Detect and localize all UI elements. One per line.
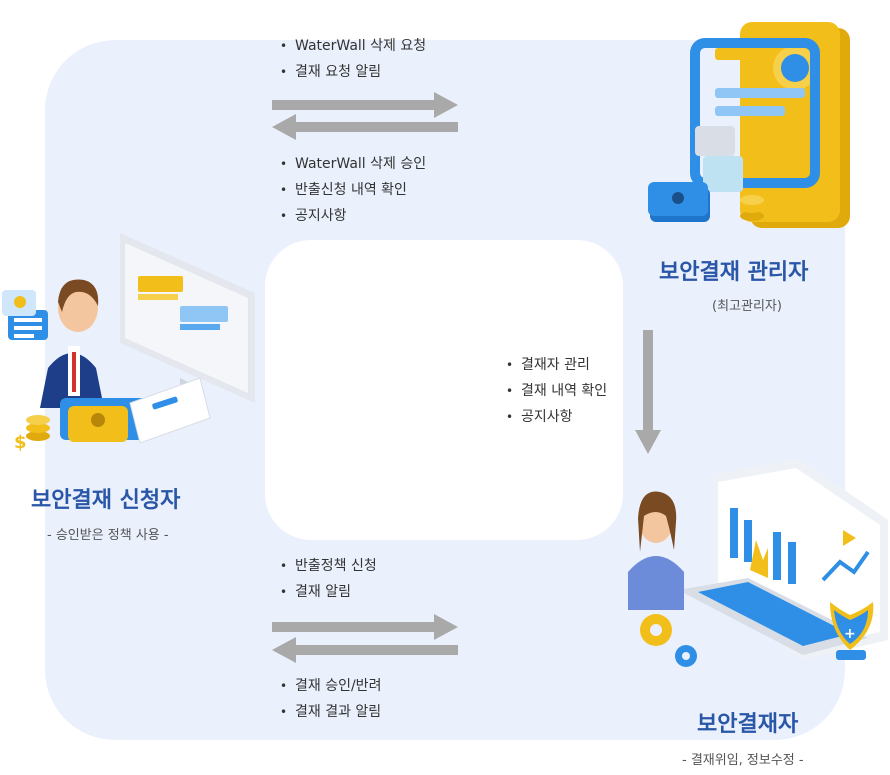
list-item: 결재 알림 [280,579,377,605]
document-icon [129,377,211,444]
coin-stack-icon: $ [740,195,782,223]
svg-text:$: $ [769,202,782,223]
lock-icon [60,398,150,442]
coin-stack-icon: $ [14,415,50,453]
list-item: WaterWall 삭제 승인 [280,151,426,177]
list-item: 공지사항 [280,203,426,229]
arrow-right-bottom [272,614,458,640]
top-response-list: WaterWall 삭제 승인 반출신청 내역 확인 공지사항 [280,151,426,229]
approver-role-subtitle: - 결재위임, 정보수정 - [682,753,804,768]
top-request-list: WaterWall 삭제 요청 결재 요청 알림 [280,33,426,85]
list-item: 결재 결과 알림 [280,699,381,725]
applicant-illustration: $ [2,233,255,453]
lock-icon [648,182,710,222]
bottom-response-list: 결재 승인/반려 결재 결과 알림 [280,673,381,725]
arrow-down-right [635,330,661,454]
list-item: 결재자 관리 [506,352,607,378]
admin-role-subtitle: (최고관리자) [712,299,782,314]
admin-role-title: 보안결재 관리자 [659,260,809,285]
person-icon [628,491,684,610]
svg-text:$: $ [14,432,27,453]
admin-illustration: $ [648,22,850,228]
list-item: 결재 승인/반려 [280,673,381,699]
arrow-left-top [272,114,458,140]
svg-text:+: + [844,626,856,642]
approver-illustration: + [628,458,888,667]
server-box-icon [695,126,743,192]
applicant-role-title: 보안결재 신청자 [31,488,181,513]
right-items-list: 결재자 관리 결재 내역 확인 공지사항 [506,352,607,430]
list-item: 반출정책 신청 [280,553,377,579]
list-item: 결재 내역 확인 [506,378,607,404]
arrow-right-top [272,92,458,118]
bottom-request-list: 반출정책 신청 결재 알림 [280,553,377,605]
arrow-left-bottom [272,637,458,663]
monitor-frame-icon [690,38,820,188]
list-item: 결재 요청 알림 [280,59,426,85]
shield-icon: + [830,602,874,660]
list-item: 공지사항 [506,404,607,430]
applicant-role-subtitle: - 승인받은 정책 사용 - [47,528,169,543]
list-item: WaterWall 삭제 요청 [280,33,426,59]
approver-role-title: 보안결재자 [697,712,799,737]
laptop-icon [678,458,888,660]
person-icon [40,279,104,408]
chat-bubble-icon [2,290,48,340]
monitor-icon [120,233,255,403]
list-item: 반출신청 내역 확인 [280,177,426,203]
gear-icon [640,614,697,667]
